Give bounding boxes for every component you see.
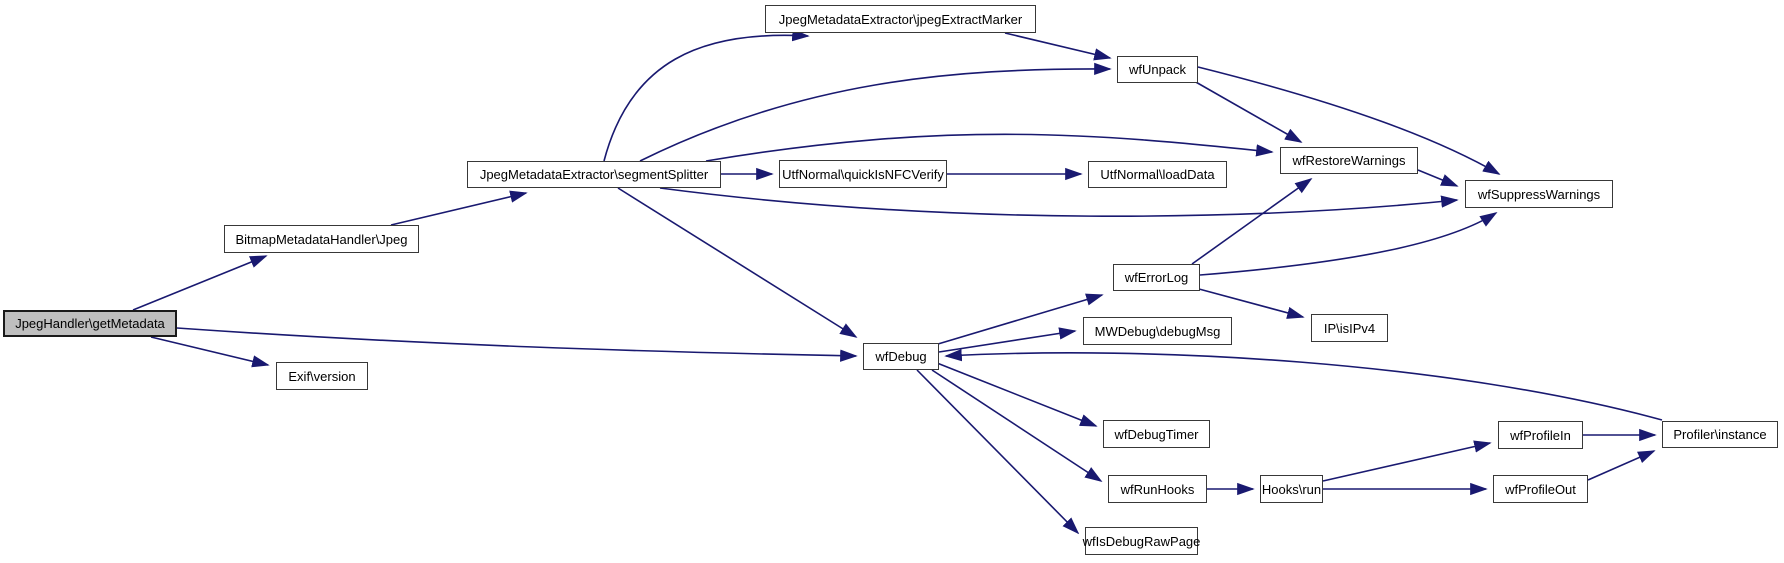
edge-wfDebug-to-wfIsDebugRawPage: [916, 369, 1080, 535]
edge-wfErrorLog-to-wfSuppressWarnings: [1199, 212, 1498, 276]
edge-wfRestoreWarnings-to-wfSuppressWarnings: [1417, 169, 1459, 187]
edge-bitmapJpeg-to-segmentSplitter: [390, 190, 528, 226]
node-wferrorlog[interactable]: wfErrorLog: [1113, 264, 1200, 291]
node-jpegmetadataextractor-jpegextractmarker[interactable]: JpegMetadataExtractor\jpegExtractMarker: [765, 5, 1036, 33]
node-profiler-instance[interactable]: Profiler\instance: [1662, 421, 1778, 448]
edge-wfDebug-to-wfDebugTimer: [936, 362, 1098, 427]
edge-hooksRun-to-wfProfileIn: [1322, 440, 1492, 482]
edge-wfProfileOut-to-profilerInstance: [1587, 450, 1656, 481]
node-wfsuppresswarnings[interactable]: wfSuppressWarnings: [1465, 180, 1613, 208]
node-wfprofileout[interactable]: wfProfileOut: [1493, 475, 1588, 503]
node-label: BitmapMetadataHandler\Jpeg: [235, 231, 408, 247]
node-label: UtfNormal\quickIsNFCVerify: [782, 166, 944, 182]
node-label: JpegMetadataExtractor\segmentSplitter: [479, 167, 709, 182]
node-jpeghandler-getmetadata: JpegHandler\getMetadata: [3, 310, 177, 337]
node-label: wfUnpack: [1128, 62, 1187, 77]
node-label: wfRunHooks: [1120, 481, 1195, 497]
node-hooks-run[interactable]: Hooks\run: [1260, 475, 1323, 503]
node-label: wfSuppressWarnings: [1477, 186, 1601, 202]
node-ip-isipv4[interactable]: IP\isIPv4: [1311, 314, 1388, 342]
node-utfnormal-loaddata[interactable]: UtfNormal\loadData: [1088, 161, 1227, 188]
node-wfdebugtimer[interactable]: wfDebugTimer: [1103, 420, 1210, 448]
node-label: IP\isIPv4: [1323, 320, 1376, 336]
edge-getMetadata-to-wfDebug: [176, 327, 858, 362]
node-wfdebug[interactable]: wfDebug: [863, 343, 939, 370]
edge-wfErrorLog-to-wfRestoreWarnings: [1191, 177, 1313, 265]
node-jpegmetadataextractor-segmentsplitter[interactable]: JpegMetadataExtractor\segmentSplitter: [467, 161, 721, 188]
node-wfunpack[interactable]: wfUnpack: [1117, 56, 1198, 83]
node-bitmapmetadatahandler-jpeg[interactable]: BitmapMetadataHandler\Jpeg: [224, 225, 419, 253]
node-label: wfDebugTimer: [1114, 426, 1199, 442]
node-label: Hooks\run: [1261, 481, 1322, 497]
node-label: wfProfileOut: [1505, 481, 1576, 497]
node-label: JpegMetadataExtractor\jpegExtractMarker: [778, 11, 1023, 27]
node-wfrunhooks[interactable]: wfRunHooks: [1108, 475, 1207, 503]
node-label: MWDebug\debugMsg: [1094, 323, 1221, 339]
edge-wfUnpack-to-wfSuppressWarnings: [1197, 66, 1501, 175]
edge-jpegExtractMarker-to-wfUnpack: [1004, 32, 1112, 61]
edge-segmentSplitter-to-jpegExtractMarker: [603, 28, 810, 162]
edge-segmentSplitter-to-wfRestoreWarnings: [705, 133, 1274, 162]
node-label: Exif\version: [288, 368, 356, 384]
edge-wfUnpack-to-wfRestoreWarnings: [1193, 80, 1303, 143]
node-wfprofilein[interactable]: wfProfileIn: [1498, 421, 1583, 449]
node-mwdebug-debugmsg[interactable]: MWDebug\debugMsg: [1083, 317, 1232, 345]
node-wfisdebugrawpage[interactable]: wfIsDebugRawPage: [1082, 527, 1201, 555]
edge-segmentSplitter-to-wfUnpack: [639, 62, 1112, 162]
node-exif-version[interactable]: Exif\version: [276, 362, 368, 390]
node-label: JpegHandler\getMetadata: [15, 316, 165, 331]
node-label: wfProfileIn: [1510, 427, 1571, 443]
node-utfnormal-quickisnfcverify[interactable]: UtfNormal\quickIsNFCVerify: [779, 160, 947, 188]
edge-getMetadata-to-exifVersion: [150, 336, 270, 368]
node-label: wfRestoreWarnings: [1292, 153, 1406, 168]
edge-profilerInstance-to-wfDebug: [944, 348, 1663, 421]
edge-getMetadata-to-bitmapJpeg: [132, 255, 268, 311]
node-wfrestorewarnings[interactable]: wfRestoreWarnings: [1280, 147, 1418, 174]
edge-segmentSplitter-to-wfDebug: [617, 187, 858, 338]
node-label: UtfNormal\loadData: [1100, 167, 1215, 182]
node-label: wfIsDebugRawPage: [1082, 533, 1201, 549]
node-label: wfDebug: [875, 349, 927, 364]
node-label: wfErrorLog: [1124, 270, 1189, 285]
node-label: Profiler\instance: [1673, 427, 1767, 442]
edge-segmentSplitter-to-wfSuppressWarnings: [659, 187, 1459, 217]
edge-wfErrorLog-to-ipIsIPv4: [1198, 288, 1305, 319]
edge-wfDebug-to-wfErrorLog: [937, 293, 1104, 345]
edge-wfDebug-to-mwDebugMsg: [938, 327, 1077, 353]
edge-wfDebug-to-wfRunHooks: [931, 369, 1103, 482]
